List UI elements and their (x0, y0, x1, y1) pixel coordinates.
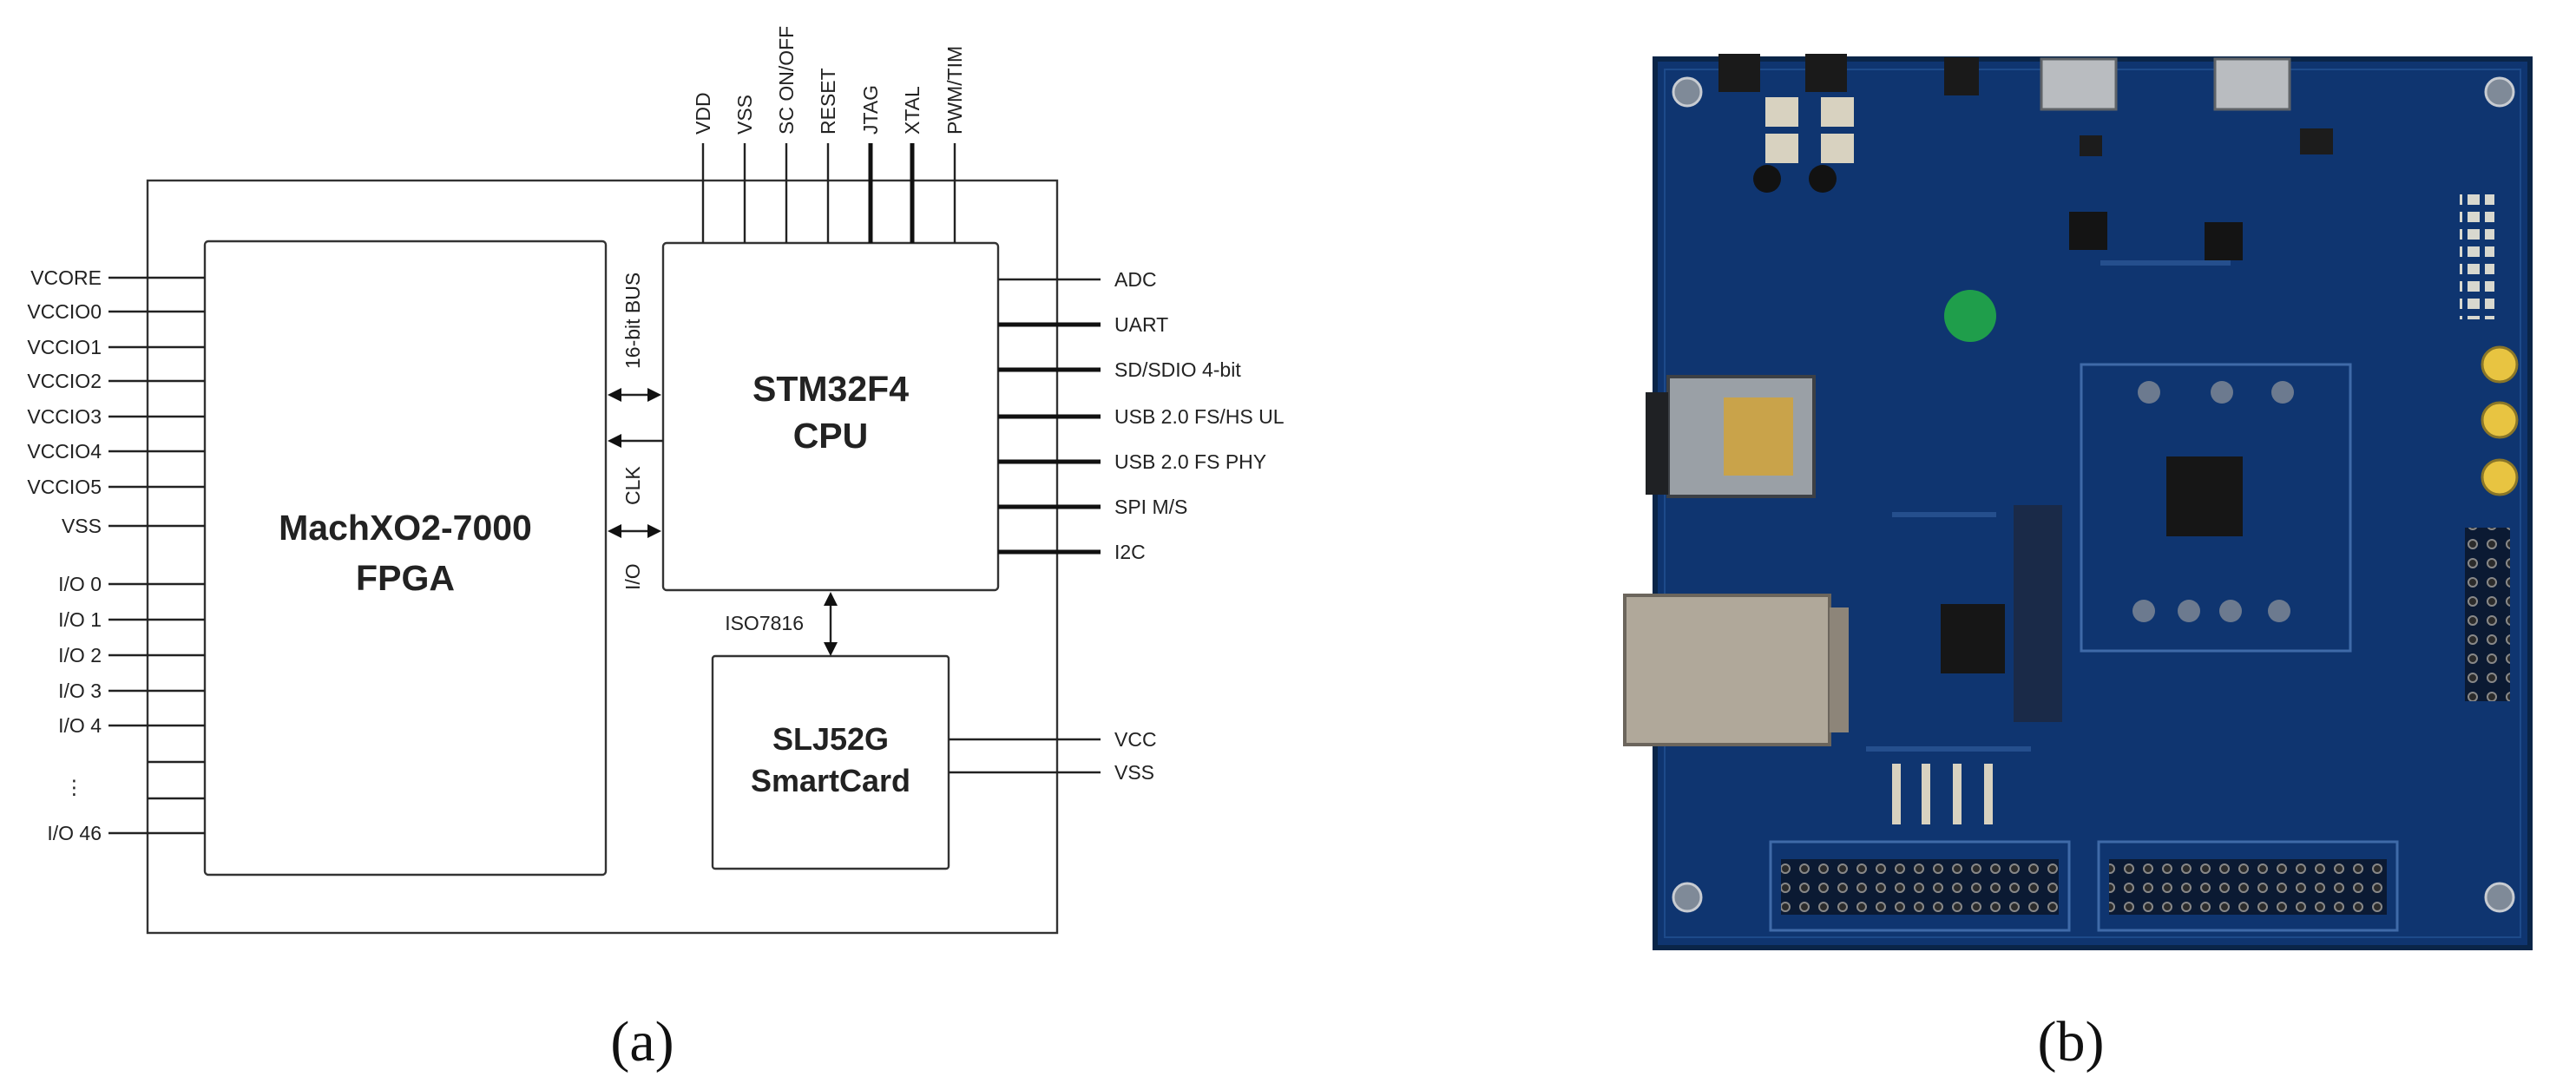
pin-label: RESET (817, 68, 839, 135)
mounting-hole (2484, 76, 2515, 108)
cpu-title: STM32F4 (752, 369, 909, 409)
pin-label: VSS (1114, 761, 1154, 784)
pin-label: VDD (692, 92, 714, 135)
pin-label: JTAG (859, 85, 882, 135)
bus-label-io: I/O (621, 563, 644, 590)
pin-label: USB 2.0 FS/HS UL (1114, 405, 1285, 428)
pin-label: VCC (1114, 728, 1157, 751)
pin-label: USB 2.0 FS PHY (1114, 450, 1266, 473)
smartcard-chip (2166, 456, 2243, 536)
pin-label: VSS (62, 515, 102, 537)
usb-connector (2213, 57, 2291, 111)
iso-label: ISO7816 (725, 612, 804, 634)
logo-sticker (1944, 290, 1996, 342)
block-diagram: MachXO2-7000 FPGA STM32F4 CPU SLJ52G Sma… (27, 26, 1285, 935)
pcb-board (1653, 56, 2533, 950)
jumper (1718, 54, 1760, 92)
bottom-header-outline (2097, 840, 2399, 932)
pin-header (2465, 528, 2510, 701)
fpga-title: MachXO2-7000 (279, 508, 532, 548)
mounting-hole (1672, 76, 1703, 108)
pin-label: I/O 4 (58, 714, 102, 737)
cpu-chip (1941, 604, 2005, 673)
usb-connector (2040, 57, 2118, 111)
ellipsis-dots: ⋮ (64, 776, 85, 798)
push-button (2481, 345, 2519, 384)
smartcard-subtitle: SmartCard (751, 763, 910, 798)
fpga-cpu-links: 16-bit BUS CLK I/O (608, 272, 663, 590)
pin-label: ADC (1114, 268, 1157, 291)
pin-label: SD/SDIO 4-bit (1114, 358, 1241, 381)
left-pins: VCORE VCCIO0 VCCIO1 VCCIO2 VCCIO3 VCCIO4… (27, 266, 205, 844)
pin-label: I/O 2 (58, 644, 102, 666)
bottom-header-outline (1769, 840, 2071, 932)
jumper (1805, 54, 1847, 92)
top-pins: VDD VSS SC ON/OFF RESET JTAG XTAL PWM/TI… (692, 26, 966, 243)
fpga-subtitle: FPGA (356, 558, 455, 598)
pin-label: VCORE (30, 266, 102, 289)
cpu-smartcard-link: ISO7816 (725, 592, 838, 656)
bottom-header-pins (2109, 859, 2387, 915)
jumper (1944, 57, 1979, 95)
bottom-header-pins (1781, 859, 2059, 915)
pin-label: I/O 0 (58, 573, 102, 595)
chip-outline (2080, 363, 2352, 653)
push-button (2481, 401, 2519, 439)
ethernet-connector (1623, 594, 1831, 746)
push-button (2481, 458, 2519, 496)
smartcard-title: SLJ52G (772, 721, 889, 757)
pin-label: I/O 1 (58, 608, 102, 631)
pin-label: I/O 46 (47, 822, 102, 844)
mounting-hole (2484, 882, 2515, 913)
right-pins: ADC UART SD/SDIO 4-bit USB 2.0 FS/HS UL … (998, 268, 1285, 563)
caption-a: (a) (610, 1010, 674, 1074)
pin-label: UART (1114, 313, 1168, 336)
pin-label: SC ON/OFF (775, 26, 798, 135)
caption-b: (b) (2038, 1010, 2105, 1074)
mounting-hole (1672, 882, 1703, 913)
led-array (2460, 189, 2494, 319)
pin-label: I2C (1114, 541, 1146, 563)
pcb-photo (1623, 54, 2533, 950)
pin-label: VCCIO3 (27, 405, 102, 428)
pin-label: VSS (733, 95, 756, 135)
pin-label: SPI M/S (1114, 496, 1187, 518)
pin-label: VCCIO0 (27, 300, 102, 323)
bus-label-16bit: 16-bit BUS (621, 272, 644, 369)
smartcard-pins: VCC VSS (949, 728, 1157, 784)
fpga-block (203, 240, 608, 877)
pin-label: PWM/TIM (943, 46, 966, 135)
pin-label: I/O 3 (58, 680, 102, 702)
pin-label: VCCIO1 (27, 336, 102, 358)
pin-label: VCCIO4 (27, 440, 102, 463)
bus-label-clk: CLK (621, 466, 644, 505)
cpu-subtitle: CPU (793, 416, 869, 456)
pin-label: XTAL (901, 86, 923, 135)
pin-label: VCCIO5 (27, 476, 102, 498)
pin-label: VCCIO2 (27, 370, 102, 392)
